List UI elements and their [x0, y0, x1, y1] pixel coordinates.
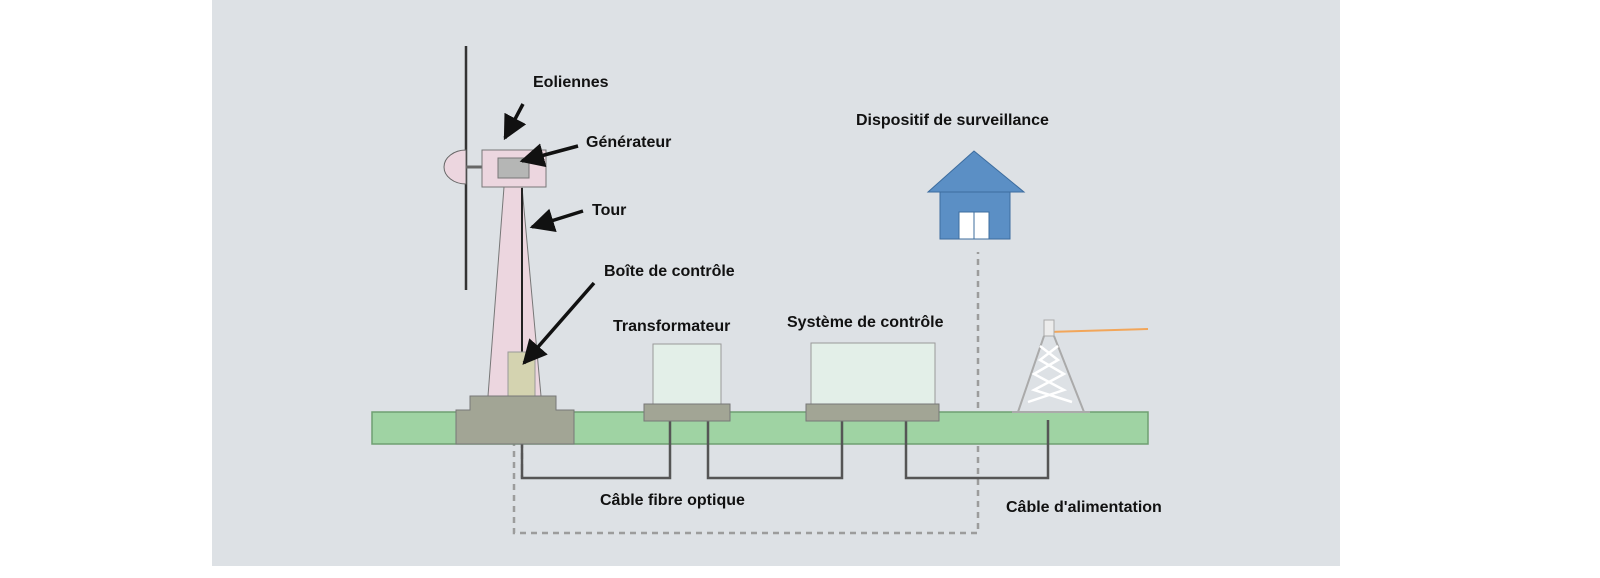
label-generateur: Générateur [586, 134, 671, 151]
arrow-eoliennes [503, 103, 527, 141]
label-transformateur: Transformateur [613, 318, 730, 335]
label-eoliennes: Eoliennes [533, 74, 609, 91]
monitoring-house [926, 150, 1026, 240]
label-boite-controle: Boîte de contrôle [604, 263, 735, 280]
turbine-hub [443, 149, 467, 185]
control-box [507, 351, 536, 397]
pylon [1012, 319, 1149, 413]
transformer [643, 343, 731, 422]
label-systeme-controle: Système de contrôle [787, 314, 944, 331]
label-dispositif-surveillance: Dispositif de surveillance [856, 112, 1049, 129]
label-tour: Tour [592, 202, 626, 219]
control-system [805, 342, 940, 422]
label-cable-fibre: Câble fibre optique [600, 492, 745, 509]
arrow-generateur [519, 143, 579, 168]
arrow-boite-controle [522, 281, 596, 365]
turbine-foundation [455, 395, 575, 445]
wind-turbine [443, 46, 575, 445]
power-cable [520, 420, 1050, 480]
arrow-tour [529, 208, 584, 233]
label-cable-alimentation: Câble d'alimentation [1006, 499, 1162, 516]
pointer-arrows [503, 103, 596, 365]
diagram-panel [212, 0, 1340, 566]
